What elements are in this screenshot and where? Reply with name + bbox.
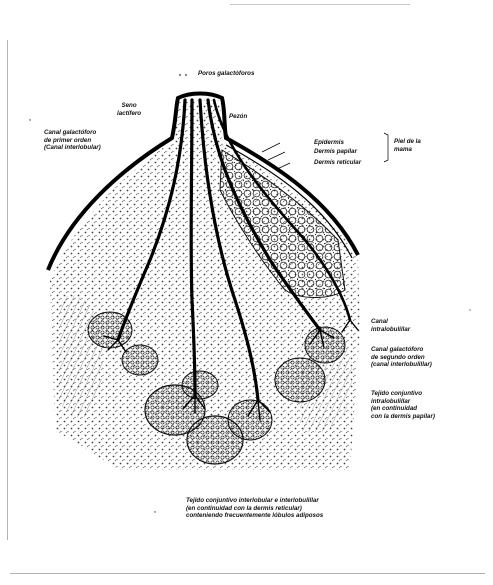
label-pores: Poros galactóforos [198, 70, 254, 78]
label-epidermis: Epidermis [314, 139, 344, 147]
label-intralobular-duct: Canal intralobulillar [371, 318, 410, 333]
label-interlobular-tissue: Tejido conjuntivo interlobular e interlo… [186, 497, 323, 520]
label-reticular-dermis: Dermis reticular [314, 159, 361, 167]
label-breast-skin: Piel de la mama [394, 138, 421, 153]
label-papillary-dermis: Dermis papilar [314, 148, 357, 156]
label-intralobular-tissue: Tejido conjuntivo intralobulillar (en co… [371, 390, 435, 420]
label-nipple: Pezón [229, 113, 247, 121]
label-second-order-duct: Canal galactóforo de segundo orden (cana… [371, 346, 432, 369]
label-first-order-duct: Canal galactóforo de primer orden (Canal… [44, 129, 101, 152]
label-lactiferous-sinus: Seno lactífero [117, 102, 141, 117]
